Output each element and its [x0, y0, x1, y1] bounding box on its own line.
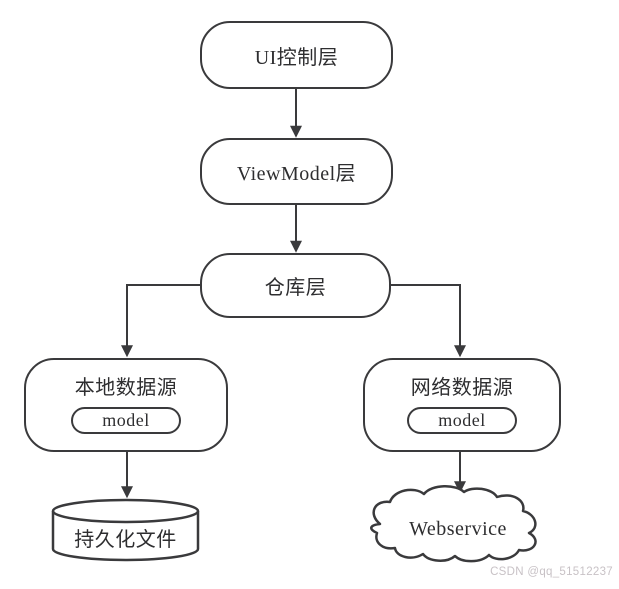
node-repository-layer: 仓库层 — [200, 253, 391, 318]
database-cylinder-shape — [51, 498, 200, 562]
arrow-repository-to-network — [390, 284, 466, 358]
node-network-datasource-label: 网络数据源 — [410, 376, 514, 399]
network-model-pill: model — [407, 406, 517, 434]
cylinder-top-ellipse — [51, 510, 200, 524]
local-model-pill-label: model — [102, 409, 150, 430]
node-network-datasource: 网络数据源 model — [363, 358, 561, 452]
node-viewmodel-layer-label: ViewModel层 — [236, 163, 357, 185]
cylinder-body — [51, 498, 200, 562]
node-local-datasource: 本地数据源 model — [24, 358, 228, 452]
node-ui-control-layer-label: UI控制层 — [254, 46, 339, 69]
node-local-datasource-label: 本地数据源 — [74, 376, 178, 399]
local-model-pill: model — [71, 406, 181, 434]
cloud-shape — [370, 485, 537, 563]
persistence-file-label: 持久化文件 — [74, 528, 177, 551]
node-ui-control-layer: UI控制层 — [200, 21, 393, 89]
arrow-repository-to-local — [121, 284, 200, 358]
network-model-pill-label: model — [438, 409, 486, 430]
csdn-watermark: CSDN @qq_51512237 — [490, 566, 613, 578]
node-viewmodel-layer: ViewModel层 — [200, 138, 393, 205]
webservice-label: Webservice — [409, 517, 507, 540]
node-repository-layer-label: 仓库层 — [264, 277, 327, 299]
